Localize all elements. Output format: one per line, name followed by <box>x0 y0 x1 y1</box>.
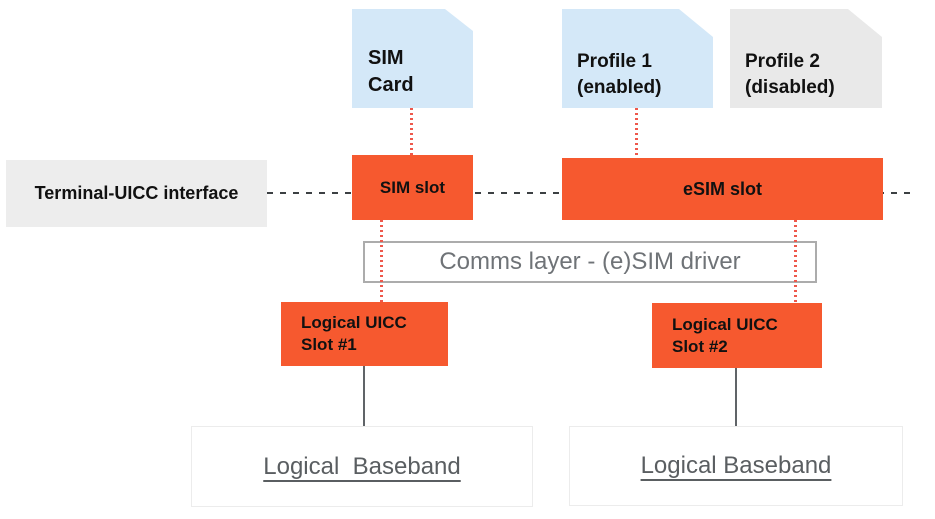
logical-baseband-right-box: Logical Baseband <box>569 426 903 506</box>
connector-slot2-to-baseband-right <box>735 368 737 426</box>
logical-baseband-left-label: Logical Baseband <box>263 452 461 480</box>
connector-sim-card-to-sim-slot <box>410 108 413 155</box>
logical-uicc-slot1-box: Logical UICC Slot #1 <box>281 302 448 366</box>
connector-sim-slot-to-logical-slot1 <box>380 220 383 302</box>
comms-layer-label: Comms layer - (e)SIM driver <box>439 248 741 275</box>
terminal-uicc-interface-label: Terminal-UICC interface <box>6 160 267 227</box>
connector-esim-slot-to-logical-slot2 <box>794 220 797 303</box>
sim-card-shape: SIM Card <box>352 9 473 108</box>
profile-2-disabled-card: Profile 2 (disabled) <box>730 9 882 108</box>
logical-uicc-slot1-line2: Slot #1 <box>301 335 357 354</box>
logical-uicc-slot2-line1: Logical UICC <box>672 314 778 334</box>
logical-uicc-slot2-line2: Slot #2 <box>672 336 728 356</box>
connector-slot1-to-baseband-left <box>363 366 365 426</box>
terminal-uicc-interface-text: Terminal-UICC interface <box>34 183 239 203</box>
logical-baseband-left-box: Logical Baseband <box>191 426 533 507</box>
profile-2-label-line2: (disabled) <box>745 77 835 98</box>
profile-1-label-line2: (enabled) <box>577 77 662 98</box>
esim-slot-box: eSIM slot <box>562 158 883 220</box>
connector-profile1-to-esim-slot <box>635 108 638 158</box>
profile-1-enabled-card: Profile 1 (enabled) <box>562 9 713 108</box>
sim-slot-box: SIM slot <box>352 155 473 220</box>
profile-1-label-line1: Profile 1 <box>577 51 652 72</box>
logical-uicc-slot1-line1: Logical UICC <box>301 313 407 332</box>
comms-layer-driver-box: Comms layer - (e)SIM driver <box>363 241 817 283</box>
logical-uicc-slot2-box: Logical UICC Slot #2 <box>652 303 822 368</box>
esim-slot-label: eSIM slot <box>682 178 762 199</box>
profile-2-label-line1: Profile 2 <box>745 51 820 72</box>
sim-card-label-line2: Card <box>368 74 414 96</box>
logical-baseband-right-label: Logical Baseband <box>640 452 832 479</box>
sim-slot-label: SIM slot <box>379 177 446 197</box>
sim-card-label-line1: SIM <box>368 47 404 69</box>
